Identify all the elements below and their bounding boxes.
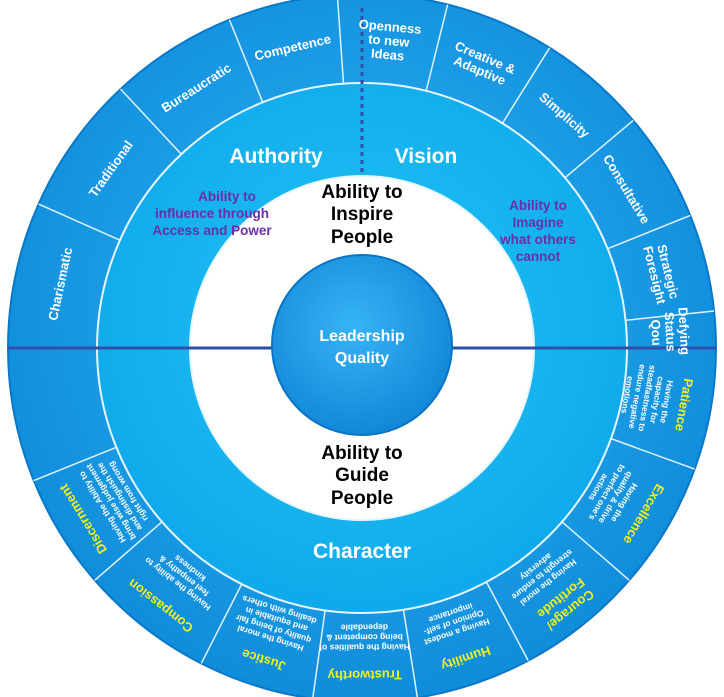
ability-inspire: Ability to Inspire People	[321, 182, 402, 248]
top-segment-label-line: Openness	[358, 16, 422, 36]
ability-inspire-line: People	[331, 227, 393, 248]
vision-desc-line: Ability to	[509, 198, 567, 213]
ability-guide: Ability to Guide People	[321, 443, 402, 509]
bottom-segment-desc-line: Having the qualities of	[319, 642, 410, 653]
segment-divider	[485, 581, 529, 661]
vision-description: Ability to Imagine what others cannot	[499, 198, 576, 264]
vision-desc-line: Imagine	[512, 215, 564, 230]
segment-divider	[336, 0, 345, 84]
bottom-segment-title-line: Trustworthy	[327, 667, 402, 683]
segment-divider	[625, 310, 715, 322]
segment-divider	[610, 437, 695, 470]
segment-divider	[425, 4, 449, 92]
segment-divider	[228, 19, 264, 103]
authority-description: Ability to influence through Access and …	[152, 189, 272, 238]
segment-divider	[561, 521, 630, 581]
segment-divider	[94, 521, 163, 581]
top-segment-label-line: to new	[368, 31, 411, 50]
authority-desc-line: influence through	[155, 206, 269, 221]
top-segment-label-line: Defying	[675, 307, 692, 355]
top-segment-label-line: Qou	[648, 319, 664, 346]
bottom-segment-desc-line: dependable	[340, 622, 388, 632]
segment-divider	[501, 47, 551, 124]
segment-divider	[200, 583, 243, 664]
vision-desc-line: cannot	[516, 249, 561, 264]
ability-guide-line: People	[331, 488, 393, 509]
segment-divider	[312, 610, 326, 697]
sector-title-character: Character	[313, 540, 411, 563]
segment-divider	[402, 609, 419, 697]
segment-divider	[33, 446, 117, 482]
segment-divider	[120, 88, 182, 155]
ability-guide-line: Ability to	[321, 443, 402, 464]
segment-divider	[38, 203, 121, 241]
sector-title-authority: Authority	[229, 145, 323, 168]
core-label-line1: Leadership	[319, 328, 405, 345]
core-circle	[271, 254, 453, 436]
top-segment-label-line: Ideas	[370, 46, 404, 64]
authority-desc-line: Access and Power	[152, 223, 272, 238]
bottom-segment-title: Trustworthy	[327, 667, 402, 683]
ability-inspire-line: Inspire	[331, 204, 393, 225]
sector-title-vision: Vision	[395, 145, 458, 168]
ability-guide-line: Guide	[335, 465, 389, 486]
segment-divider	[564, 119, 634, 179]
segment-divider	[607, 214, 691, 250]
ability-inspire-line: Ability to	[321, 182, 402, 203]
top-segment-label-line: Status	[662, 312, 679, 352]
vision-desc-line: what others	[499, 232, 576, 247]
authority-desc-line: Ability to	[198, 189, 256, 204]
bottom-segment-desc-line: being competent &	[326, 632, 403, 643]
core-label-line2: Quality	[335, 350, 389, 367]
